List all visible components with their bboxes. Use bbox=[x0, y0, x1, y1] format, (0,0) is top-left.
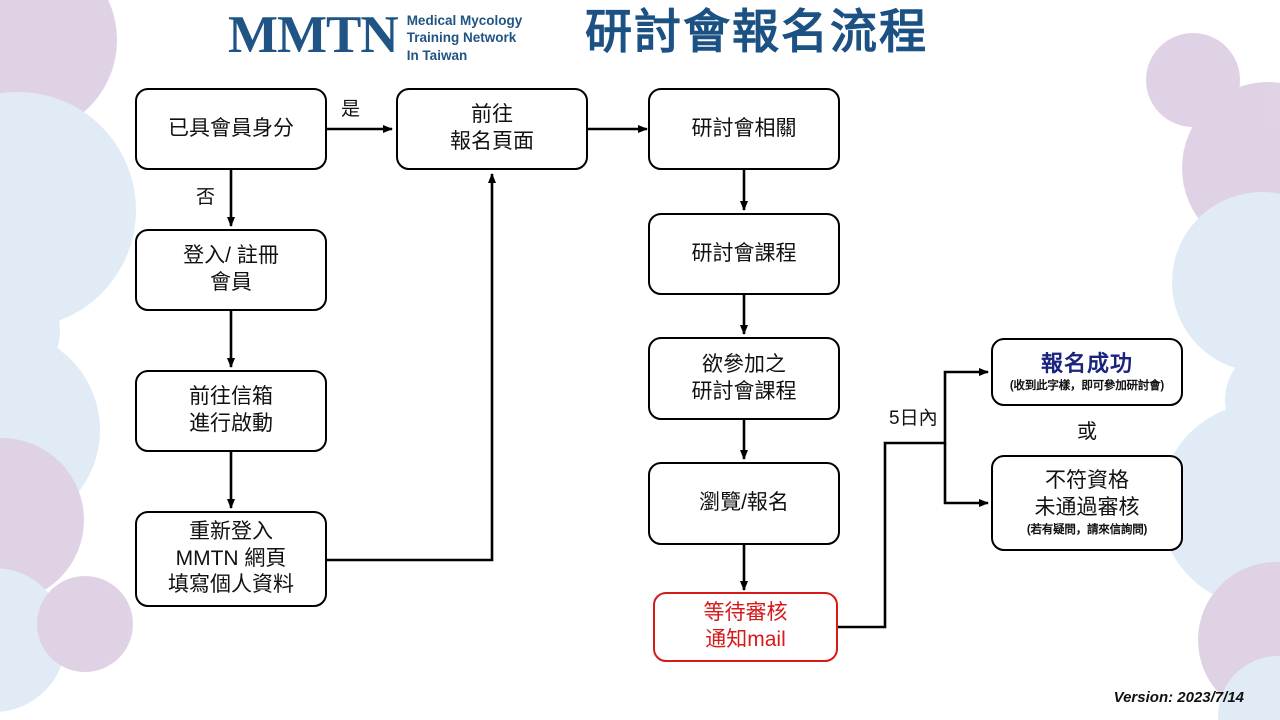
node-waiting-review-line-2: 通知mail bbox=[705, 628, 786, 651]
node-goto-signup[interactable]: 前往 報名頁面 bbox=[396, 88, 588, 170]
node-login-register-line-2: 會員 bbox=[210, 271, 252, 294]
node-browse-signup[interactable]: 瀏覽/報名 bbox=[648, 462, 840, 545]
node-waiting-review-line-1: 等待審核 bbox=[703, 601, 788, 625]
node-seminar-course[interactable]: 研討會課程 bbox=[648, 213, 840, 295]
edge-label-within-five-days: 5日內 bbox=[889, 408, 938, 429]
node-relogin-fill-line-1: 重新登入 bbox=[189, 519, 273, 543]
logo-tagline: Medical Mycology Training Network In Tai… bbox=[407, 8, 523, 64]
node-registration-success[interactable]: 報名成功 (收到此字樣，即可參加研討會) bbox=[991, 338, 1183, 406]
mmtn-logo: MMTN Medical Mycology Training Network I… bbox=[228, 8, 522, 64]
node-check-mail-line-2: 進行啟動 bbox=[189, 412, 273, 435]
node-browse-signup-line-1: 瀏覽/報名 bbox=[699, 491, 789, 515]
node-registration-rejected-line-1: 不符資格 bbox=[1045, 469, 1129, 493]
node-member-check-line-1: 已具會員身分 bbox=[168, 116, 294, 140]
node-seminar-related-line-1: 研討會相關 bbox=[691, 116, 797, 140]
node-desired-course-line-1: 欲參加之 bbox=[702, 352, 786, 376]
node-registration-rejected[interactable]: 不符資格 未通過審核 (若有疑問，請來信詢問) bbox=[991, 455, 1183, 551]
version-stamp: Version: 2023/7/14 bbox=[1113, 689, 1244, 706]
node-registration-rejected-line-2: 未通過審核 bbox=[1034, 496, 1140, 520]
logo-tagline-line-2: Training Network bbox=[406, 30, 517, 46]
node-registration-rejected-note: (若有疑問，請來信詢問) bbox=[1026, 524, 1148, 537]
node-check-mail-line-1: 前往信箱 bbox=[189, 385, 273, 409]
page-title: 研討會報名流程 bbox=[585, 5, 928, 58]
logo-wordmark: MMTN bbox=[228, 6, 399, 65]
node-relogin-fill-line-3: 填寫個人資料 bbox=[168, 573, 294, 597]
node-login-register[interactable]: 登入/ 註冊 會員 bbox=[135, 229, 327, 311]
edge-label-yes: 是 bbox=[341, 99, 361, 120]
node-goto-signup-line-2: 報名頁面 bbox=[450, 130, 534, 153]
node-login-register-line-1: 登入/ 註冊 bbox=[183, 244, 279, 268]
node-registration-success-note: (收到此字樣，即可參加研討會) bbox=[1009, 380, 1165, 393]
node-desired-course[interactable]: 欲參加之 研討會課程 bbox=[648, 337, 840, 420]
node-goto-signup-line-1: 前往 bbox=[471, 103, 513, 127]
node-check-mail[interactable]: 前往信箱 進行啟動 bbox=[135, 370, 327, 452]
node-member-check[interactable]: 已具會員身分 bbox=[135, 88, 327, 170]
node-seminar-related[interactable]: 研討會相關 bbox=[648, 88, 840, 170]
node-waiting-review[interactable]: 等待審核 通知mail bbox=[653, 592, 838, 662]
logo-tagline-line-3: In Taiwan bbox=[406, 47, 468, 63]
node-relogin-fill[interactable]: 重新登入 MMTN 網頁 填寫個人資料 bbox=[135, 511, 327, 607]
edge-label-or: 或 bbox=[1077, 421, 1097, 443]
edge-label-no: 否 bbox=[196, 187, 216, 208]
node-registration-success-title: 報名成功 bbox=[1040, 351, 1133, 377]
node-relogin-fill-line-2: MMTN 網頁 bbox=[175, 546, 287, 570]
node-seminar-course-line-1: 研討會課程 bbox=[691, 241, 797, 265]
logo-tagline-line-1: Medical Mycology bbox=[406, 13, 523, 28]
node-desired-course-line-2: 研討會課程 bbox=[691, 379, 797, 403]
